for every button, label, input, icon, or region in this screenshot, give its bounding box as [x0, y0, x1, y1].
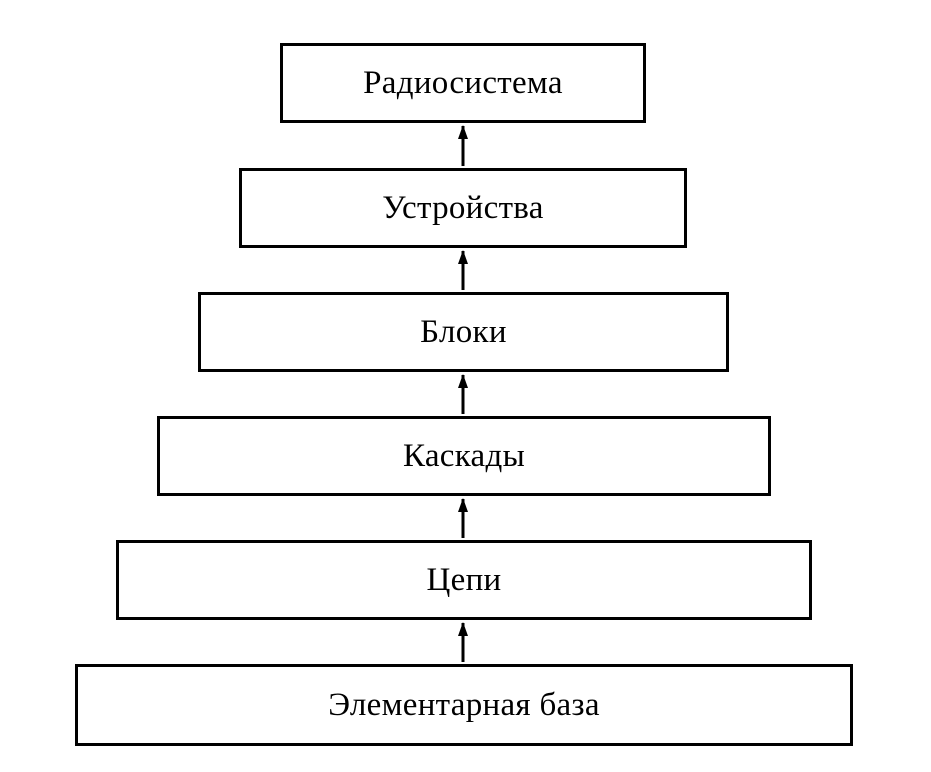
level-label-circuits: Цепи — [426, 561, 502, 598]
level-label-element-base: Элементарная база — [328, 686, 600, 723]
level-box-blocks: Блоки — [198, 292, 729, 372]
level-box-circuits: Цепи — [116, 540, 812, 620]
level-label-devices: Устройства — [382, 189, 544, 226]
level-box-element-base: Элементарная база — [75, 664, 853, 746]
level-label-blocks: Блоки — [420, 313, 507, 350]
level-label-cascades: Каскады — [402, 437, 526, 474]
level-label-radiosystem: Радиосистема — [363, 64, 563, 101]
level-box-radiosystem: Радиосистема — [280, 43, 646, 123]
level-box-cascades: Каскады — [157, 416, 771, 496]
level-box-devices: Устройства — [239, 168, 687, 248]
